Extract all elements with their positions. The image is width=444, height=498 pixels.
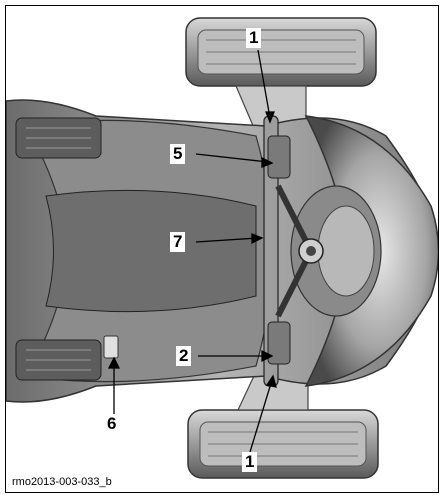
figure-caption: rmo2013-003-033_b xyxy=(12,476,112,488)
leader-lines xyxy=(107,49,277,453)
callout-1-bottom: 1 xyxy=(242,452,258,472)
callout-6: 6 xyxy=(104,414,120,434)
callout-7: 7 xyxy=(170,232,186,252)
vehicle-top-view-illustration xyxy=(6,17,438,479)
vehicle-body xyxy=(6,99,438,403)
heel-plate xyxy=(103,335,119,359)
front-wheel-bottom xyxy=(187,409,379,479)
figure-frame: 1 5 7 2 6 1 rmo2013-003-033_b xyxy=(5,5,439,493)
callout-5: 5 xyxy=(170,144,186,164)
front-wheel-top xyxy=(185,17,377,87)
handlebar-assembly xyxy=(263,115,324,387)
callout-2: 2 xyxy=(176,346,192,366)
front-fairing xyxy=(290,115,438,387)
callout-1-top: 1 xyxy=(246,28,262,48)
